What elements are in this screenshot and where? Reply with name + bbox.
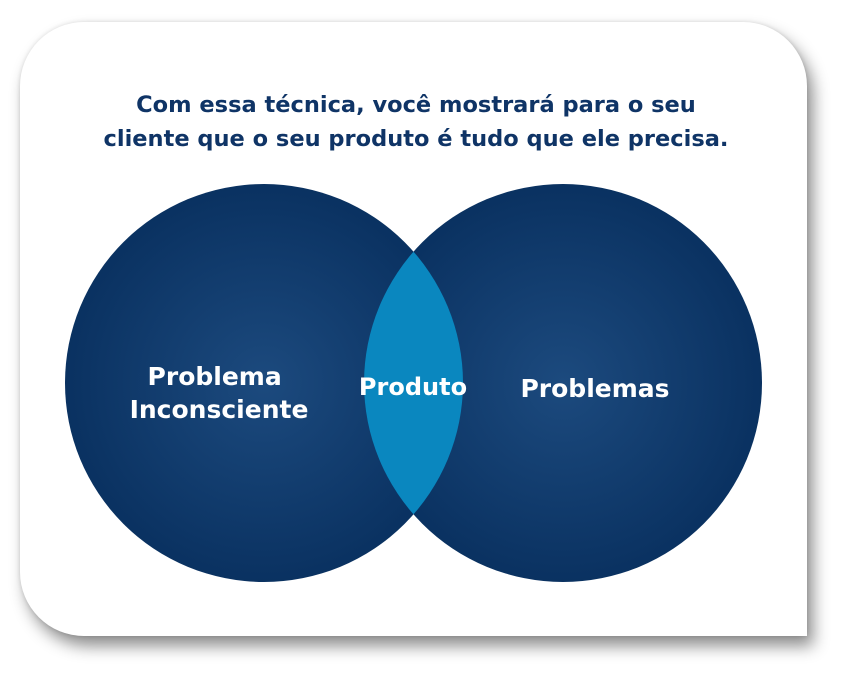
headline-line-1: Com essa técnica, você mostrará para o s… <box>136 92 696 118</box>
label-problema-line-1: Problema <box>148 362 282 391</box>
label-produto: Produto <box>359 373 467 401</box>
headline: Com essa técnica, você mostrará para o s… <box>60 88 772 156</box>
circle-problemas <box>364 184 762 582</box>
label-problema-inconsciente: Problema Inconsciente <box>130 362 309 424</box>
label-problemas: Problemas <box>520 374 669 403</box>
circle-problema-inconsciente <box>65 184 463 582</box>
label-problema-line-2: Inconsciente <box>130 395 309 424</box>
headline-line-2: cliente que o seu produto é tudo que ele… <box>103 126 729 152</box>
